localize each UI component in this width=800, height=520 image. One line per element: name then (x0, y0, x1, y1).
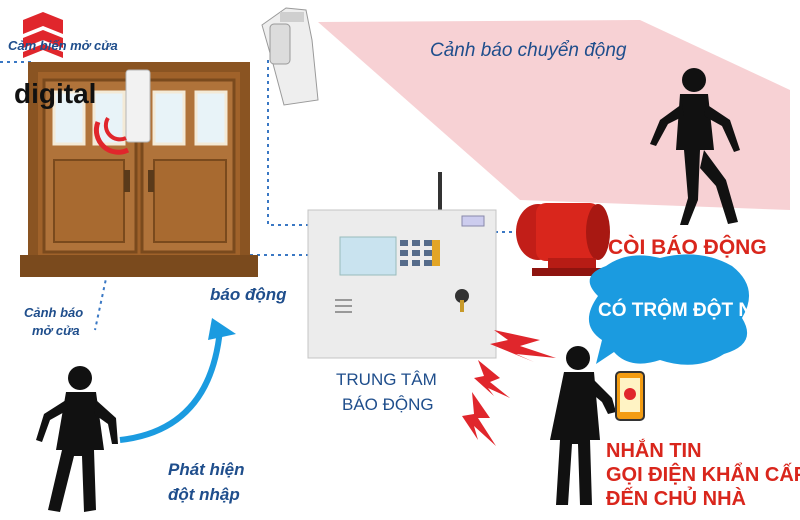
door-alert-label-line1: Cảnh báo (24, 305, 84, 320)
detect-label-line1: Phát hiện (168, 460, 245, 479)
door-icon (20, 62, 258, 277)
lightning-icon (462, 330, 556, 446)
speech-bubble (588, 254, 750, 365)
detect-label-line2: đột nhập (168, 485, 240, 504)
phone-icon (615, 371, 645, 421)
door-sensor-icon (93, 69, 151, 155)
arrow-icon (119, 318, 236, 443)
control-center-label-line1: TRUNG TÂM (336, 370, 437, 389)
door-alert-label-line2: mở cửa (32, 323, 80, 338)
motion-zone (318, 20, 790, 210)
burglar-icon (36, 366, 118, 512)
digital-logo-icon (23, 12, 63, 58)
notify-label-line2: GỌI ĐIỆN KHẨN CẤP (606, 464, 800, 486)
notify-label-line3: ĐẾN CHỦ NHÀ (606, 488, 746, 510)
siren-icon (516, 203, 610, 276)
motion-alert-label: Cảnh báo chuyển động (430, 40, 627, 61)
control-center-label-line2: BÁO ĐỘNG (342, 395, 434, 414)
alarm-label: báo động (210, 285, 287, 304)
speech-bubble-text: CÓ TRỘM ĐỘT NHẬP (598, 300, 793, 321)
owner-icon (550, 346, 616, 505)
burglar-icon (650, 68, 740, 225)
notify-label-line1: NHẮN TIN (606, 440, 702, 462)
brand-name: digital (14, 78, 97, 109)
door-sensor-label: Cảm biến mở cửa (8, 38, 118, 53)
siren-label: CÒI BÁO ĐỘNG (608, 236, 767, 259)
motion-sensor-icon (261, 7, 319, 106)
control-panel-icon (307, 172, 497, 359)
